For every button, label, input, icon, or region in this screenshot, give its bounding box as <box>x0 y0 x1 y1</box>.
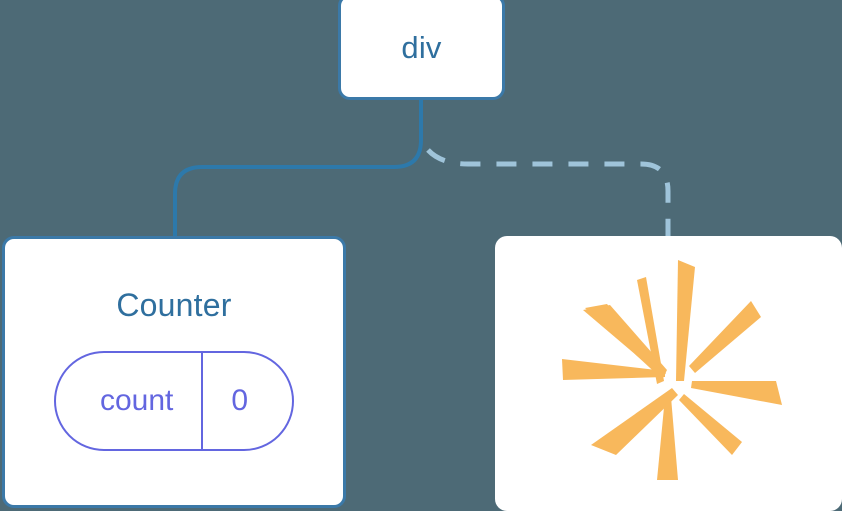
state-pill[interactable]: count 0 <box>53 351 295 451</box>
burst-ray-3 <box>688 300 761 373</box>
burst-ray-5 <box>561 358 665 380</box>
node-burst[interactable] <box>495 236 842 511</box>
node-div[interactable]: div <box>338 0 505 100</box>
edge-root-to-counter <box>173 100 423 240</box>
burst-ray-9 <box>656 396 678 480</box>
burst-ray-7 <box>590 387 678 455</box>
burst-ray-6 <box>690 380 782 405</box>
node-counter-label: Counter <box>116 287 232 323</box>
edge-root-to-burst <box>426 148 671 240</box>
burst-ray-10 <box>584 303 666 379</box>
sparkle-burst-icon <box>561 259 782 480</box>
node-div-label: div <box>401 29 442 65</box>
burst-ray-2 <box>636 276 664 384</box>
node-counter[interactable]: Counter count 0 <box>2 236 346 508</box>
state-key: count <box>99 384 174 417</box>
state-value: 0 <box>231 384 249 417</box>
state-pill-divider <box>201 353 204 449</box>
burst-ray-8 <box>678 393 742 455</box>
burst-ray-1 <box>675 259 695 381</box>
